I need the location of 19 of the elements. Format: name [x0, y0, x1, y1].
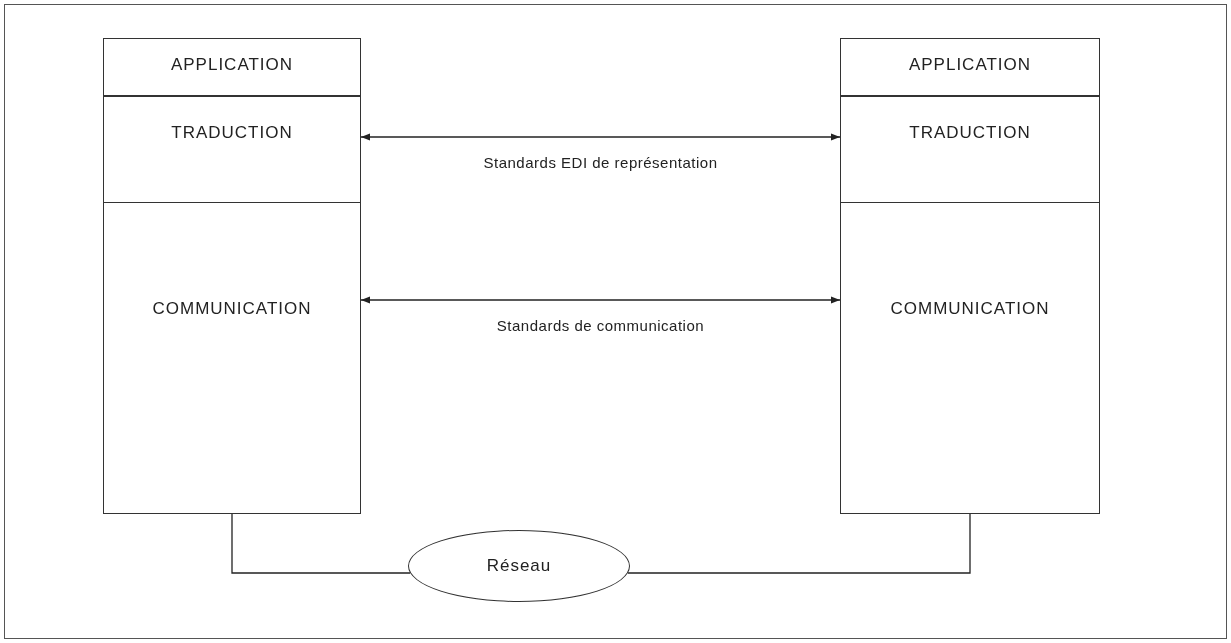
- connector-line: [627, 513, 971, 574]
- double-arrow: [360, 296, 841, 304]
- layer-box: [840, 202, 1100, 514]
- layer-label: APPLICATION: [908, 54, 1032, 76]
- layer-box: [840, 96, 1100, 203]
- double-arrow: [360, 133, 841, 141]
- layer-label: TRADUCTION: [909, 122, 1031, 144]
- layer-box: [103, 96, 361, 203]
- layer-box: [103, 202, 361, 514]
- connector-line: [231, 513, 411, 574]
- layer-label: COMMUNICATION: [152, 298, 312, 320]
- layer-label: COMMUNICATION: [890, 298, 1050, 320]
- layer-label: Réseau: [486, 555, 552, 577]
- layer-box: [103, 38, 361, 96]
- edge-label: Standards EDI de représentation: [482, 153, 719, 173]
- layer-box: [840, 38, 1100, 96]
- edge-label: Standards de communication: [495, 316, 706, 336]
- layer-label: TRADUCTION: [171, 122, 293, 144]
- layer-label: APPLICATION: [170, 54, 294, 76]
